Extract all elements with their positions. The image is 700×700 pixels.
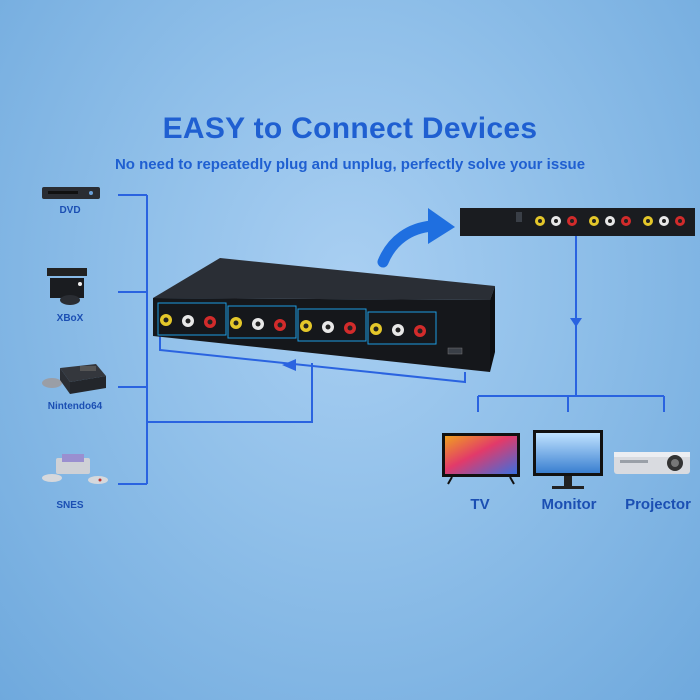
usb-power-port	[447, 347, 463, 355]
output-device-panel	[460, 208, 695, 236]
input-connection-lines	[118, 194, 466, 485]
av-switch-device	[153, 258, 495, 372]
monitor-icon	[533, 430, 603, 489]
xbox-console-icon	[47, 268, 87, 305]
down-arrowhead	[570, 318, 582, 327]
input-label-xbox: XBoX	[56, 313, 84, 324]
output-connection-lines	[477, 236, 665, 412]
curved-arrow-icon	[377, 208, 455, 268]
output-label-tv: TV	[470, 496, 490, 513]
snes-console-icon	[42, 454, 108, 484]
output-label-projector: Projector	[625, 496, 691, 513]
input-label-snes: SNES	[56, 500, 84, 511]
output-label-monitor: Monitor	[541, 496, 597, 513]
input-label-nintendo64: Nintendo64	[47, 401, 103, 412]
rca-port-row	[160, 314, 426, 337]
input-label-dvd: DVD	[59, 205, 81, 216]
dvd-player-icon	[42, 187, 100, 199]
flow-arrowhead	[282, 359, 296, 371]
page-subtitle: No need to repeatedly plug and unplug, p…	[114, 156, 586, 173]
projector-icon	[614, 452, 690, 474]
page-title: EASY to Connect Devices	[162, 112, 538, 145]
tv-icon	[442, 433, 520, 485]
nintendo64-console-icon	[42, 364, 106, 394]
